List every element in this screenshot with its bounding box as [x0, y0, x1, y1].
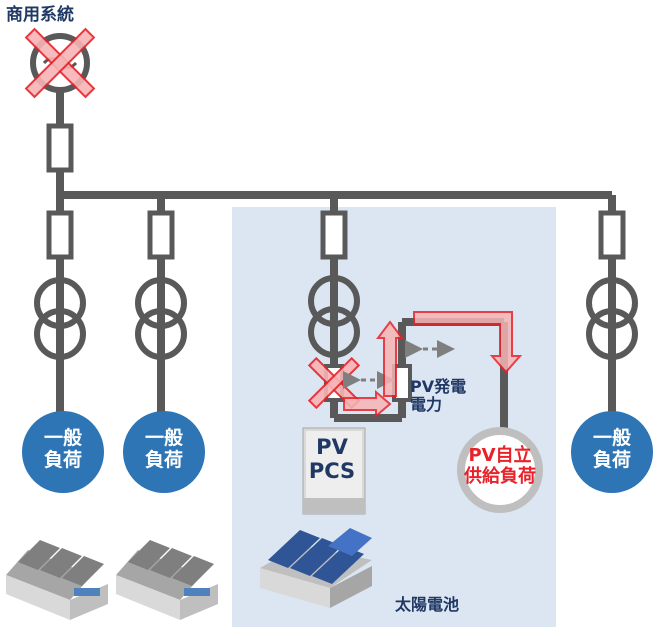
factory-building-1 — [6, 540, 108, 620]
pv-self-supply-line1: PV自立 — [468, 445, 532, 466]
pcs-cabinet — [302, 427, 366, 515]
pcs-label: PV PCS — [302, 435, 362, 483]
general-load-2: 一般 負荷 — [122, 427, 206, 472]
general-load-line2: 負荷 — [43, 448, 82, 471]
general-load-line1: 一般 — [43, 427, 82, 449]
pv-self-supply-load — [457, 427, 543, 513]
flow-arrow-icon — [343, 311, 523, 419]
pv-self-supply-line2: 供給負荷 — [464, 465, 536, 487]
pv-power-line1: PV発電 — [410, 377, 467, 396]
general-load-line1: 一般 — [592, 427, 631, 449]
pv-power-line2: 電力 — [410, 395, 443, 415]
grid-trunk — [56, 92, 612, 199]
grid-label: 商用系統 — [6, 5, 74, 25]
general-load-line2: 負荷 — [592, 448, 631, 471]
disconnected-cross-icon — [24, 27, 96, 99]
solar-factory-building — [260, 528, 372, 608]
bidirectional-arrow-icon — [343, 340, 455, 389]
pcs-label-line1: PV — [316, 435, 348, 459]
branch-2 — [123, 195, 205, 493]
pv-power-label: PV発電 電力 — [410, 377, 494, 415]
pcs-label-line2: PCS — [308, 459, 356, 484]
general-load-line2: 負荷 — [144, 448, 183, 471]
main-breaker — [46, 123, 74, 173]
pv-self-supply-label: PV自立 供給負荷 — [448, 445, 552, 487]
branch-4 — [571, 195, 653, 493]
general-load-4: 一般 負荷 — [570, 427, 654, 472]
solar-label: 太陽電池 — [394, 595, 459, 614]
factory-building-2 — [116, 540, 218, 620]
branch-1 — [22, 195, 104, 493]
general-load-line1: 一般 — [144, 427, 183, 449]
general-load-1: 一般 負荷 — [21, 427, 105, 472]
